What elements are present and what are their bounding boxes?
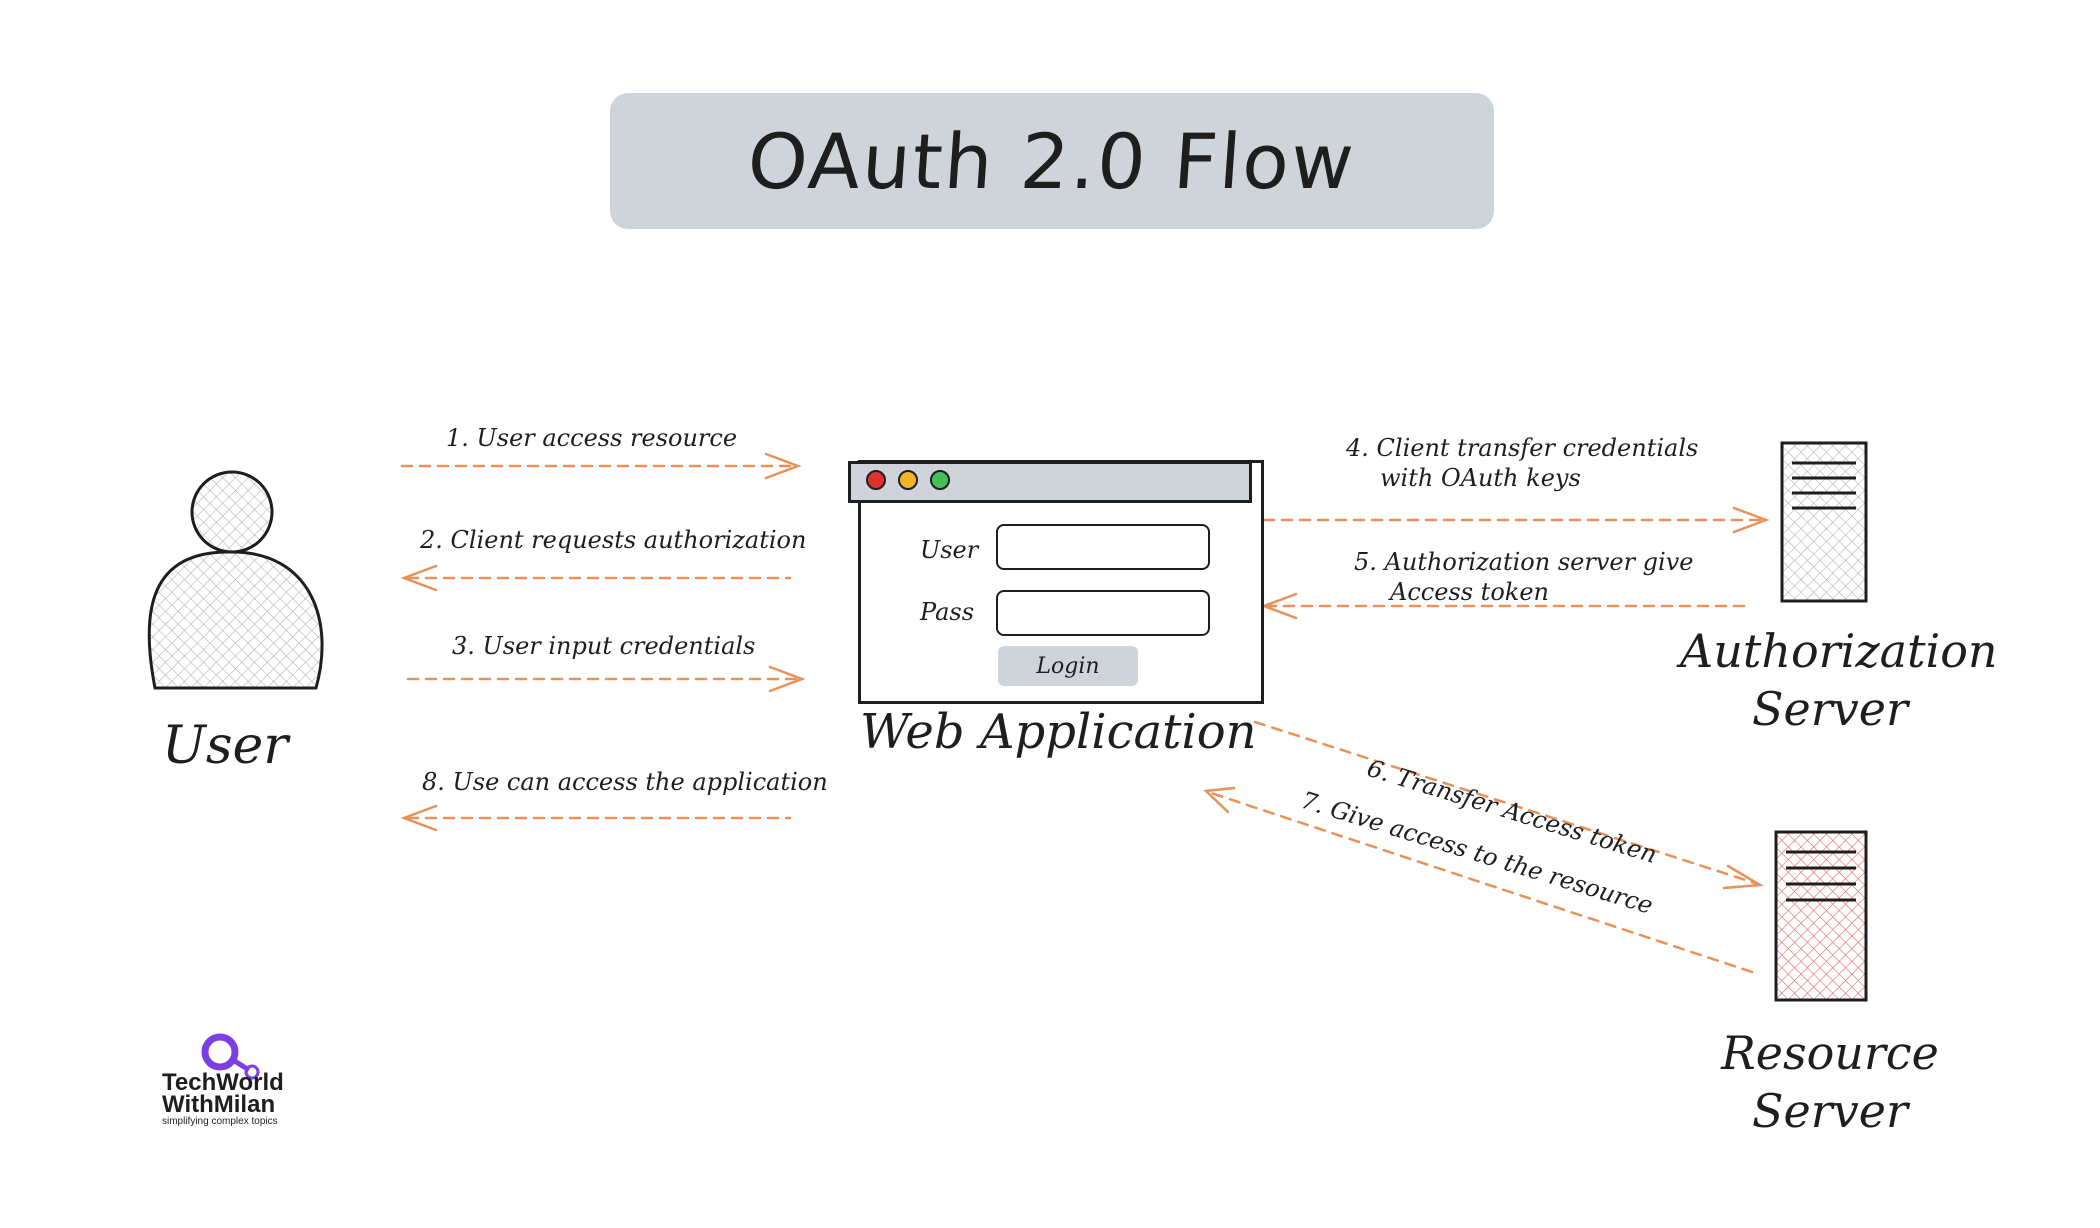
step-2-label: 2. Client requests authorization [420, 526, 807, 554]
arrow-step-4 [1262, 506, 1770, 534]
logo-line2: WithMilan [162, 1091, 276, 1118]
window-minimize-dot [898, 470, 918, 490]
user-label: User [162, 716, 289, 776]
login-button[interactable]: Login [998, 646, 1138, 686]
step-8-label: 8. Use can access the application [422, 768, 828, 796]
password-input[interactable] [996, 590, 1210, 636]
logo-tagline: simplifying complex topics [162, 1116, 278, 1127]
step-4-label-line1: 4. Client transfer credentials [1346, 434, 1699, 462]
user-figure-icon [147, 470, 324, 690]
resource-server-icon [1774, 830, 1868, 1002]
resource-server-label-line1: Resource [1721, 1026, 1939, 1080]
username-input[interactable] [996, 524, 1210, 570]
step-4-label-line2: with OAuth keys [1380, 464, 1581, 492]
logo-line1: TechWorld [162, 1069, 284, 1096]
user-field-label: User [920, 536, 979, 564]
step-5-label-line2: Access token [1390, 578, 1549, 606]
step-1-label: 1. User access resource [446, 424, 738, 452]
resource-server-label-line2: Server [1752, 1084, 1908, 1138]
authorization-server-icon [1780, 441, 1868, 603]
arrow-step-3 [406, 665, 806, 693]
arrow-step-8 [400, 804, 792, 832]
window-close-dot [866, 470, 886, 490]
authorization-server-label-line2: Server [1752, 682, 1908, 736]
title-banner: OAuth 2.0 Flow [610, 93, 1494, 229]
arrow-step-5 [1260, 592, 1750, 620]
arrow-step-6 [1253, 720, 1764, 890]
authorization-server-label-line1: Authorization [1680, 624, 1998, 678]
arrow-step-2 [400, 564, 792, 592]
arrow-step-7 [1203, 786, 1754, 974]
techworld-logo-icon [201, 1033, 260, 1080]
logo-text-block: TechWorld WithMilan simplifying complex … [162, 1069, 284, 1128]
pass-field-label: Pass [920, 598, 975, 626]
step-3-label: 3. User input credentials [452, 632, 756, 660]
window-maximize-dot [930, 470, 950, 490]
arrow-step-1 [400, 452, 802, 480]
authorization-server-label: Authorization Server [1680, 622, 1998, 738]
resource-server-label: Resource Server [1680, 1024, 1980, 1140]
step-5-label-line1: 5. Authorization server give [1354, 548, 1694, 576]
web-application-label: Web Application [860, 704, 1257, 760]
